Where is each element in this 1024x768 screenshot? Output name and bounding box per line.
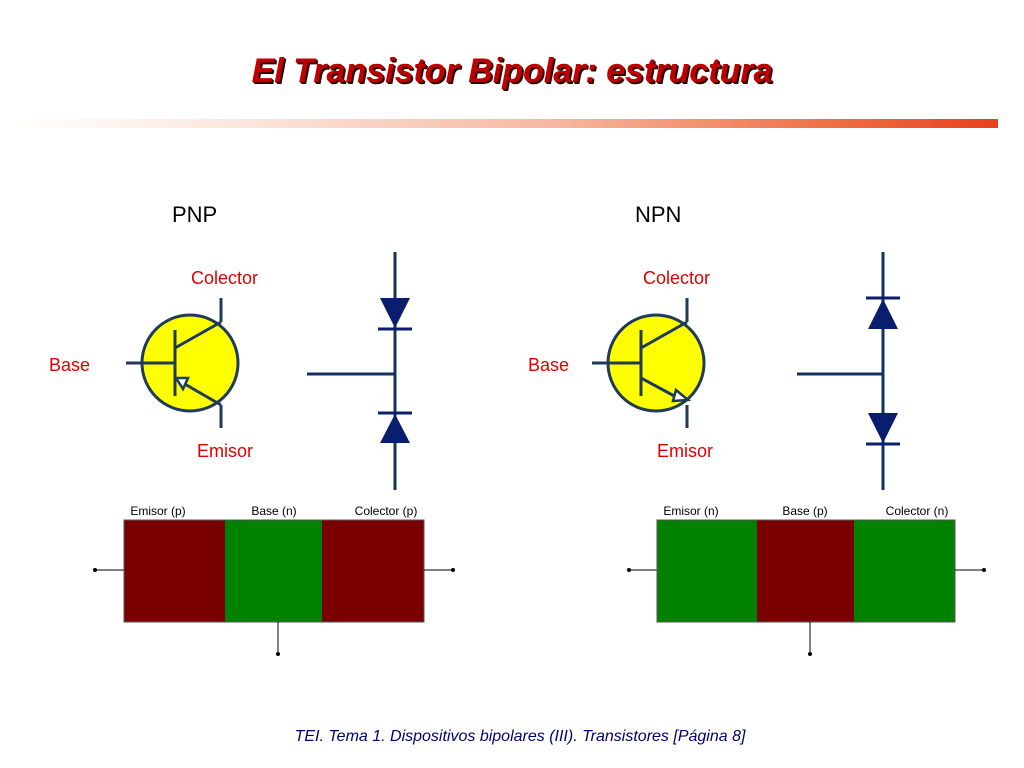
- npn-collector-branch: [640, 320, 688, 350]
- npn-upper-diode-icon: [868, 299, 898, 329]
- title-underline-bar: [18, 119, 998, 128]
- npn-region-emitter: [657, 520, 757, 622]
- pnp-region-label-base: Base (n): [251, 504, 297, 518]
- pnp-collector-terminal-dot: [451, 568, 455, 572]
- pnp-base-label: Base: [49, 355, 91, 375]
- npn-transistor-symbol: [592, 298, 706, 428]
- pnp-upper-diode-icon: [380, 298, 410, 328]
- npn-region-label-emitter: Emisor (n): [663, 504, 719, 518]
- pnp-diode-model: [307, 252, 412, 490]
- pnp-layer-structure: [93, 519, 455, 656]
- pnp-base-terminal-dot: [276, 652, 280, 656]
- slide-footer: TEI. Tema 1. Dispositivos bipolares (III…: [294, 728, 746, 745]
- pnp-region-base: [225, 520, 322, 622]
- npn-region-collector: [854, 520, 955, 622]
- npn-region-base: [757, 520, 854, 622]
- pnp-region-emitter: [124, 520, 225, 622]
- npn-region-label-collector: Colector (n): [885, 504, 949, 518]
- pnp-collector-label: Colector: [191, 268, 259, 288]
- pnp-structure-outline: [123, 519, 425, 623]
- pnp-emitter-branch: [182, 381, 222, 407]
- pnp-region-label-emitter: Emisor (p): [130, 504, 186, 518]
- npn-base-label: Base: [528, 355, 570, 375]
- pnp-emitter-terminal-dot: [93, 568, 97, 572]
- pnp-transistor-symbol: [126, 298, 240, 428]
- npn-lower-diode-icon: [868, 413, 898, 443]
- npn-structure-outline: [656, 519, 956, 623]
- pnp-type-label: PNP: [172, 202, 218, 227]
- npn-region-label-base: Base (p): [782, 504, 828, 518]
- npn-collector-terminal-dot: [982, 568, 986, 572]
- npn-type-label: NPN: [635, 202, 682, 227]
- pnp-lower-diode-icon: [380, 414, 410, 443]
- pnp-emitter-label: Emisor: [197, 441, 254, 461]
- slide-title: El Transistor Bipolar: estructura: [251, 52, 773, 90]
- pnp-region-collector: [322, 520, 424, 622]
- npn-emitter-branch: [640, 376, 679, 400]
- npn-collector-label: Colector: [643, 268, 711, 288]
- pnp-region-label-collector: Colector (p): [354, 504, 418, 518]
- npn-diode-model: [797, 252, 900, 490]
- npn-emitter-terminal-dot: [627, 568, 631, 572]
- npn-base-terminal-dot: [808, 652, 812, 656]
- pnp-emitter-arrow-icon: [173, 376, 190, 392]
- npn-emitter-label: Emisor: [657, 441, 714, 461]
- npn-emitter-arrow-icon: [671, 387, 692, 403]
- pnp-collector-branch: [174, 320, 222, 350]
- npn-layer-structure: [627, 519, 986, 656]
